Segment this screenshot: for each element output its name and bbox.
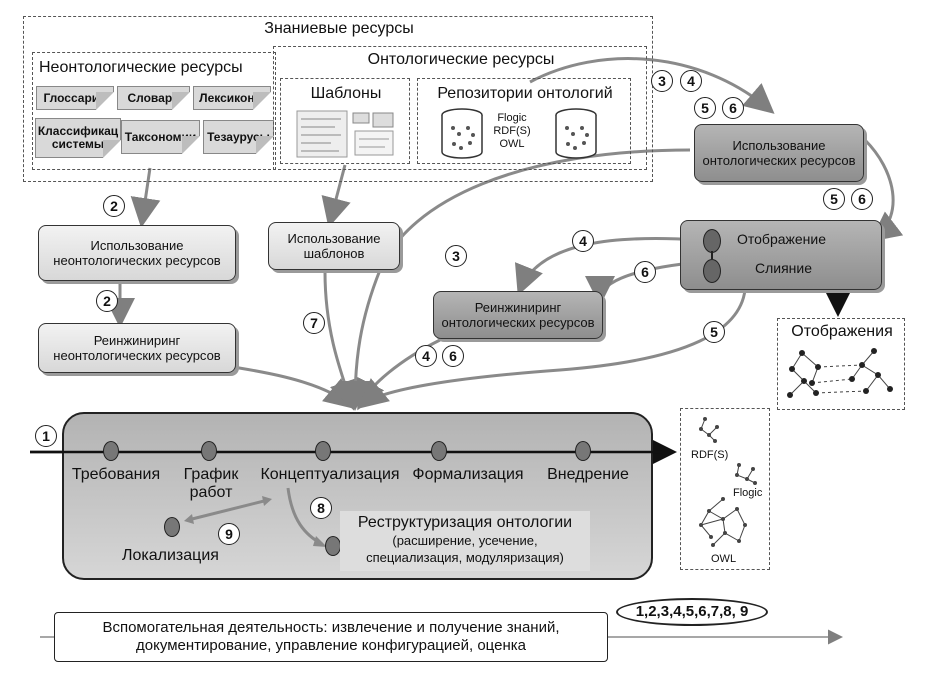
restructuring-box: Реструктуризация онтологии (расширение, … <box>340 511 590 571</box>
arrow-nonontological-to-use <box>130 167 161 228</box>
output-formats-box: RDF(S) Flogic OWL <box>680 408 770 570</box>
scenario-number-3: 3 <box>445 245 467 267</box>
note-glossaries: Глоссарии <box>36 86 114 110</box>
repositories-title: Репозитории онтологий <box>437 85 613 102</box>
format-owl: OWL <box>499 138 525 150</box>
rdfs-graph-icon <box>699 417 719 443</box>
merging-label: Слияние <box>755 260 813 276</box>
stage-node-implementation <box>575 441 591 461</box>
process-reeng-nonontological: Реинжиниринг неонтологических ресурсов <box>38 323 236 373</box>
process-use-templates: Использование шаблонов <box>268 222 400 270</box>
stage-node-requirements <box>103 441 119 461</box>
ontological-resources-box: Онтологические ресурсы <box>273 46 647 170</box>
scenario-number-6: 6 <box>634 261 656 283</box>
scenario-number-5: 5 <box>703 321 725 343</box>
stage-conceptualization: Концептуализация <box>260 466 400 483</box>
knowledge-resources-title: Знаниевые ресурсы <box>264 20 414 37</box>
scenario-number-2: 2 <box>96 290 118 312</box>
scenario-number-3: 3 <box>651 70 673 92</box>
note-lexicons: Лексиконы <box>193 86 271 110</box>
stage-node-conceptualization <box>315 441 331 461</box>
stage-schedule: График работ <box>183 466 239 501</box>
note-taxonomies: Таксономии <box>121 120 200 154</box>
stage-implementation: Внедрение <box>547 466 629 483</box>
scenario-number-6: 6 <box>722 97 744 119</box>
format-flogic: Flogic <box>497 112 527 124</box>
scenario-number-4: 4 <box>680 70 702 92</box>
mapped-ontology-graphs-icon <box>787 348 893 398</box>
support-line-1: Вспомогательная деятельность: извлечение… <box>102 619 560 636</box>
flogic-graph-icon <box>735 463 757 485</box>
process-mapping-merging: Отображение Слияние <box>680 220 882 290</box>
stage-node-formalization <box>431 441 447 461</box>
restructuring-detail: (расширение, усечение, специализация, мо… <box>366 533 564 565</box>
knowledge-resources-box: Знаниевые ресурсы <box>23 16 653 182</box>
templates-title: Шаблоны <box>310 85 382 102</box>
arrow-repos-to-use-ont <box>529 57 775 114</box>
templates-box: Шаблоны <box>280 78 410 164</box>
support-activities-box: Вспомогательная деятельность: извлечение… <box>54 612 608 662</box>
all-scenarios-badge: 1,2,3,4,5,6,7,8, 9 <box>616 598 768 626</box>
restructuring-title: Реструктуризация онтологии <box>357 514 573 531</box>
output-format-rdfs: RDF(S) <box>691 449 729 461</box>
templates-thumbnail-icon <box>296 110 394 158</box>
output-format-owl: OWL <box>711 553 737 565</box>
repositories-box: Репозитории онтологий <box>417 78 631 164</box>
scenario-number-4: 4 <box>415 345 437 367</box>
localization-node <box>164 517 180 537</box>
process-use-nonontological: Использование неонтологических ресурсов <box>38 225 236 281</box>
mapping-label: Отображение <box>737 231 827 247</box>
scenario-number-9: 9 <box>218 523 240 545</box>
scenario-number-5: 5 <box>823 188 845 210</box>
scenario-number-6: 6 <box>851 188 873 210</box>
mappings-title: Отображения <box>791 323 893 340</box>
arrow-templates-to-use <box>321 164 351 228</box>
arrow-use-ont-to-mapping <box>863 138 904 242</box>
scenario-number-2: 2 <box>103 195 125 217</box>
stage-formalization: Формализация <box>412 466 524 483</box>
arrow-merging-to-lifecycle <box>357 289 747 409</box>
format-rdfs: RDF(S) <box>493 125 531 137</box>
repository-formats: Flogic RDF(S) OWL <box>484 112 540 151</box>
ontology-repository-cylinder-icon <box>555 108 597 159</box>
scenario-number-1: 1 <box>35 425 57 447</box>
ontological-title: Онтологические ресурсы <box>367 51 555 68</box>
ontology-repository-cylinder-icon <box>441 108 483 159</box>
restructuring-node <box>325 536 341 556</box>
owl-graph-icon <box>699 497 747 547</box>
node-connector <box>711 251 713 259</box>
mappings-box: Отображения <box>777 318 905 410</box>
note-classification-systems: Классификац системы <box>35 118 121 158</box>
process-reeng-ontological: Реинжиниринг онтологических ресурсов <box>433 291 603 339</box>
process-use-ontological: Использование онтологических ресурсов <box>694 124 864 182</box>
scenario-number-5: 5 <box>694 97 716 119</box>
scenario-number-7: 7 <box>303 312 325 334</box>
stage-requirements: Требования <box>71 466 161 483</box>
localization-label: Локализация <box>122 547 219 564</box>
output-format-flogic: Flogic <box>733 487 763 499</box>
scenario-number-6: 6 <box>442 345 464 367</box>
note-dictionaries: Словари <box>117 86 190 110</box>
nonontological-title: Неонтологические ресурсы <box>39 59 243 76</box>
support-line-2: документирование, управление конфигураци… <box>136 637 526 654</box>
stage-node-schedule <box>201 441 217 461</box>
scenario-number-4: 4 <box>572 230 594 252</box>
nonontological-resources-box: Неонтологические ресурсы <box>32 52 276 170</box>
scenario-number-8: 8 <box>310 497 332 519</box>
merging-node-icon <box>703 259 721 283</box>
